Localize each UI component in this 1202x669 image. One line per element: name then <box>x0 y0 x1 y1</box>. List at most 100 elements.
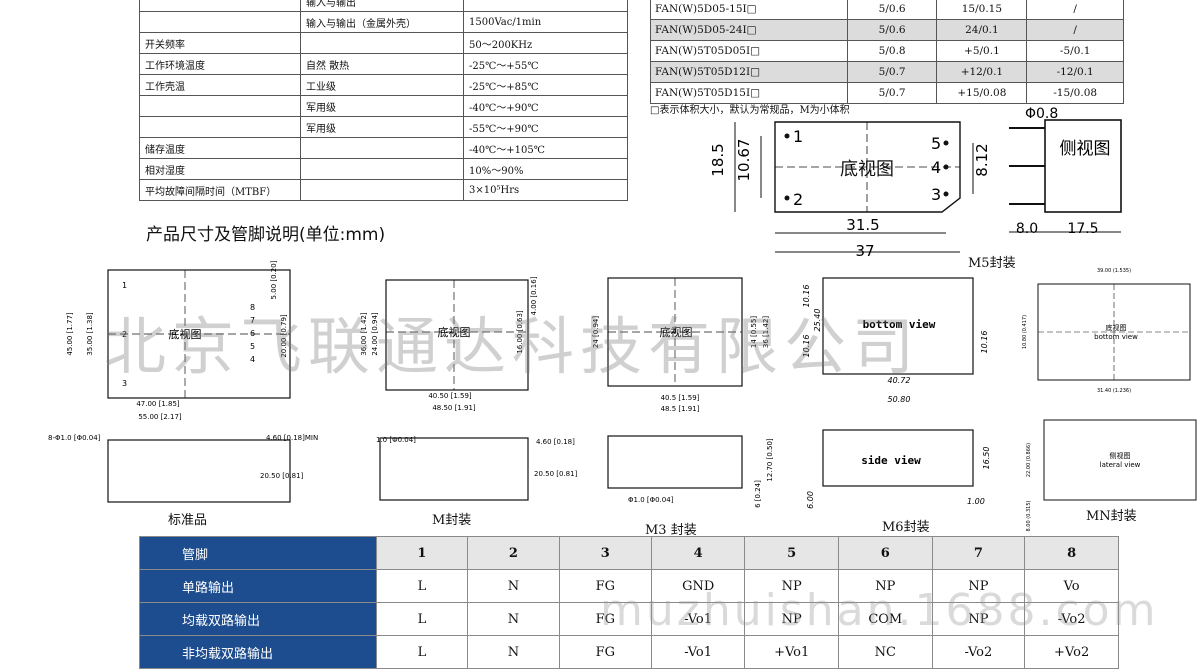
spec-cell: 输入与输出（金属外壳） <box>300 11 464 33</box>
model-cell: +12/0.1 <box>936 61 1028 83</box>
spec-cell <box>463 0 628 12</box>
spec-row: 工作环境温度自然 散热-25℃～+55℃ <box>139 53 628 75</box>
m6-dim-g: 16.50 <box>982 447 991 470</box>
std-pin-label-5: 5 <box>250 342 255 351</box>
m3-dim-h: 12.70 [0.50] <box>766 438 774 482</box>
spec-cell: -25℃～+55℃ <box>463 53 628 75</box>
std-pin-label-2: 2 <box>122 330 127 339</box>
spec-cell <box>139 116 301 138</box>
spec-row: 储存温度 -40℃～+105℃ <box>139 137 628 159</box>
pin-col-header: 6 <box>838 536 933 570</box>
std-dim-f: 55.00 [2.17] <box>138 413 182 421</box>
pin-col-header: 2 <box>467 536 560 570</box>
mn-dim-a: 39.00 (1.535) <box>1097 268 1131 274</box>
mn-bottom-label: 底视图 <box>1106 323 1127 332</box>
spec-cell <box>139 95 301 117</box>
spec-cell: 储存温度 <box>139 137 301 159</box>
mn-caption: MN封装 <box>1086 509 1137 524</box>
m6-side-outline <box>822 429 974 487</box>
std-pin-label-1: 1 <box>122 281 127 290</box>
m-bottom-outline <box>385 279 529 391</box>
spec-cell: 10%～90% <box>463 158 628 180</box>
model-cell: FAN(W)5T05D15I□ <box>650 82 848 104</box>
model-cell: -5/0.1 <box>1026 40 1124 62</box>
section-title: 产品尺寸及管脚说明(单位:mm) <box>146 225 386 245</box>
pin-cell: +Vo2 <box>1024 635 1119 669</box>
pin-col-header: 4 <box>650 536 746 570</box>
spec-cell: 工作环境温度 <box>139 53 301 75</box>
m6-bottom-label: bottom view <box>863 318 936 331</box>
m5-pin-label-4: 4 <box>931 158 941 177</box>
m3-drawing: 底视图 24 [0.94] 36 [1.42] 14 [0.55] 40.5 [… <box>592 277 774 508</box>
model-row: FAN(W)5T05D15I□5/0.7+15/0.08-15/0.08 <box>650 82 1124 104</box>
std-dim-i: 20.50 [0.81] <box>260 472 304 480</box>
model-cell: 5/0.7 <box>846 61 938 83</box>
m-drawing: 底视图 36.00 [1.42] 24.00 [0.94] 4.00 [0.16… <box>360 276 578 501</box>
model-cell: +15/0.08 <box>936 82 1028 104</box>
pin-row-label: 非均载双路输出 <box>139 635 377 669</box>
pin-row-label: 均载双路输出 <box>139 602 377 636</box>
pin-cell: L <box>375 569 469 603</box>
std-dim-g: 8-Φ1.0 [Φ0.04] <box>48 434 101 442</box>
spec-cell: 1500Vac/1min <box>463 11 628 33</box>
pin-cell: -Vo1 <box>650 602 746 636</box>
model-cell: FAN(W)5T05D12I□ <box>650 61 848 83</box>
m5-pin-label-2: 2 <box>793 190 803 209</box>
spec-cell <box>300 32 464 54</box>
spec-cell <box>300 179 464 201</box>
m3-bottom-label: 底视图 <box>660 325 693 339</box>
m5-pin-5 <box>943 140 949 146</box>
spec-cell: -40℃～+90℃ <box>463 95 628 117</box>
pin-cell: FG <box>558 635 652 669</box>
mn-bottom-sub: bottom view <box>1094 333 1138 341</box>
spec-cell <box>139 0 301 12</box>
m6-side-label: side view <box>861 454 921 467</box>
spec-cell: 相对湿度 <box>139 158 301 180</box>
m5-dim-h: 18.5 <box>709 143 727 176</box>
spec-cell: 平均故障间隔时间（MTBF） <box>139 179 301 201</box>
m3-dim-b: 36 [1.42] <box>762 316 770 348</box>
pin-cell: N <box>467 569 560 603</box>
mn-drawing: 底视图 bottom view 39.00 (1.535) 10.80 (0.4… <box>1022 268 1197 531</box>
model-cell: 5/0.7 <box>846 82 938 104</box>
pin-cell: -Vo2 <box>931 635 1026 669</box>
m-dim-h: 4.60 [0.18] <box>536 438 575 446</box>
mn-dim-e: 8.00 (0.315) <box>1026 500 1032 531</box>
pin-row-label: 单路输出 <box>139 569 377 603</box>
m5-dim-h2: 10.67 <box>735 139 753 182</box>
m6-dim-i: 6.00 <box>806 491 815 509</box>
m5-dim-s1: 8.0 <box>1016 221 1038 237</box>
pin-cell: NC <box>838 635 933 669</box>
m5-caption: M5封装 <box>968 256 1016 271</box>
pin-cell: N <box>467 635 560 669</box>
m-caption: M封装 <box>432 513 472 528</box>
model-cell: 5/0.6 <box>846 0 938 20</box>
spec-cell: 开关频率 <box>139 32 301 54</box>
spec-row: 平均故障间隔时间（MTBF） 3×10⁵Hrs <box>139 179 628 201</box>
spec-cell: 3×10⁵Hrs <box>463 179 628 201</box>
spec-cell: 自然 散热 <box>300 53 464 75</box>
mn-side-label: 侧视图 <box>1110 451 1131 460</box>
m5-pin-1 <box>784 133 790 139</box>
spec-row: 工作壳温工业级-25℃～+85℃ <box>139 74 628 96</box>
std-pin-label-8: 8 <box>250 303 255 312</box>
m5-side-outline <box>1044 119 1122 213</box>
std-dim-c: 5.00 [0.20] <box>270 260 278 299</box>
m3-caption: M3 封装 <box>645 523 697 538</box>
spec-cell <box>300 158 464 180</box>
m6-caption: M6封装 <box>882 520 930 535</box>
model-cell: 15/0.15 <box>936 0 1028 20</box>
m3-dim-i: 6 [0.24] <box>754 480 762 508</box>
std-bottom-label: 底视图 <box>169 327 202 341</box>
spec-cell: -40℃～+105℃ <box>463 137 628 159</box>
m-dim-e: 40.50 [1.59] <box>428 392 472 400</box>
m6-dim-h: 1.00 <box>967 497 985 506</box>
pin-cell: COM <box>838 602 933 636</box>
pin-col-header: 5 <box>744 536 840 570</box>
pin-col-header: 1 <box>375 536 469 570</box>
mn-dim-c: 31.40 (1.236) <box>1097 388 1131 394</box>
